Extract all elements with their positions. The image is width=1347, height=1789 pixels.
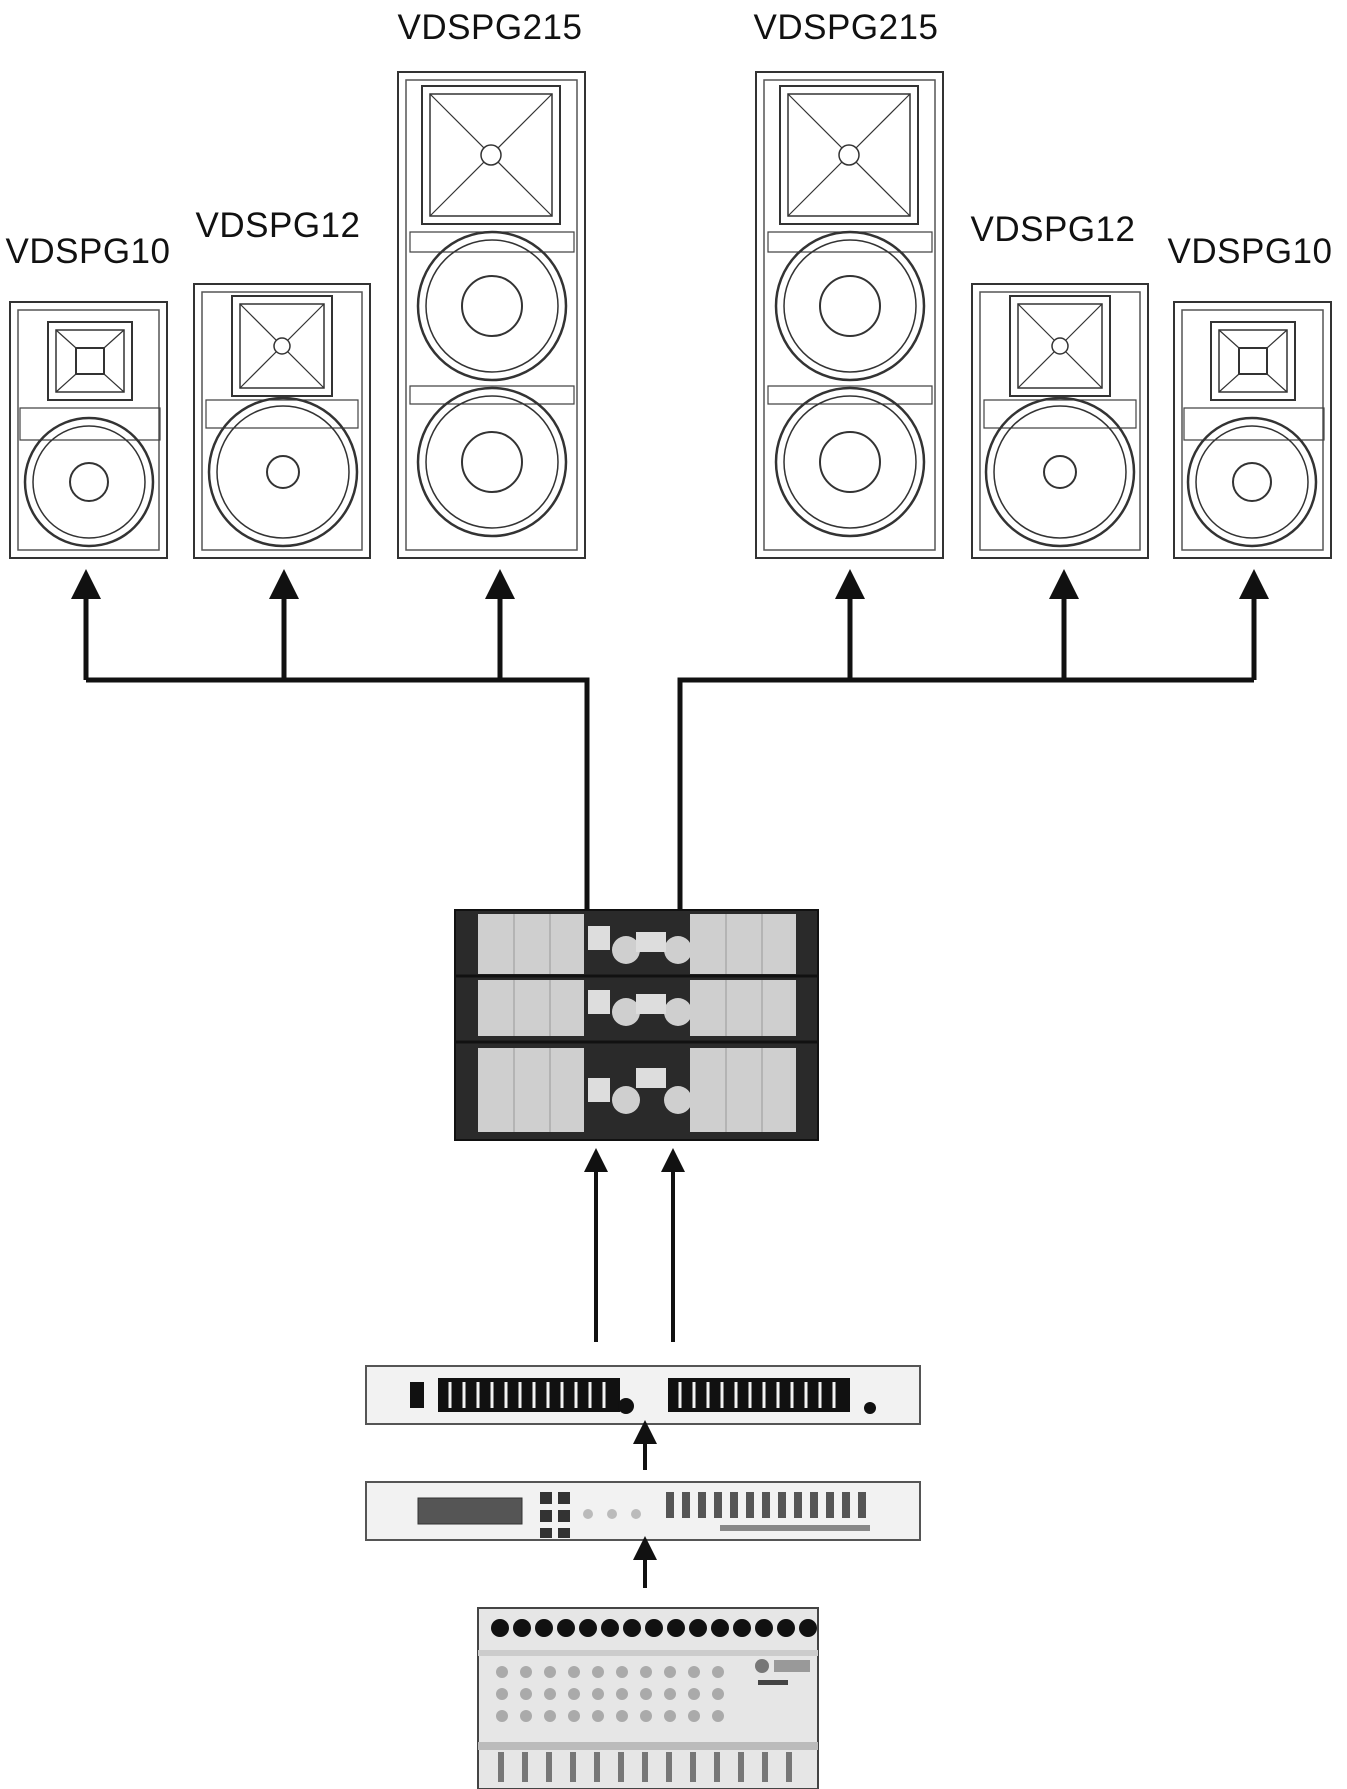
label-left-vdspg12: VDSPG12 — [195, 206, 361, 245]
label-right-vdspg10: VDSPG10 — [1167, 232, 1333, 271]
label-right-vdspg215: VDSPG215 — [753, 8, 939, 47]
amplifier-unit-3 — [478, 1048, 796, 1132]
signal-arrows-to-amp — [584, 1148, 685, 1342]
speaker-right-vdspg12 — [971, 283, 1149, 559]
amplifier-unit-2 — [478, 980, 796, 1036]
speaker-left-vdspg215 — [397, 71, 586, 559]
mixing-console — [477, 1607, 819, 1789]
speaker-left-vdspg12 — [193, 283, 371, 559]
label-right-vdspg12: VDSPG12 — [970, 210, 1136, 249]
dsp-processor — [365, 1481, 921, 1541]
speaker-left-vdspg10 — [9, 301, 168, 559]
amplifier-unit-1 — [478, 914, 796, 974]
amplifier-rack — [454, 909, 819, 1141]
label-left-vdspg215: VDSPG215 — [397, 8, 583, 47]
graphic-equalizer — [365, 1365, 921, 1425]
label-left-vdspg10: VDSPG10 — [5, 232, 171, 271]
speaker-right-vdspg215 — [755, 71, 944, 559]
speaker-right-vdspg10 — [1173, 301, 1332, 559]
speaker-wiring — [71, 569, 1269, 910]
